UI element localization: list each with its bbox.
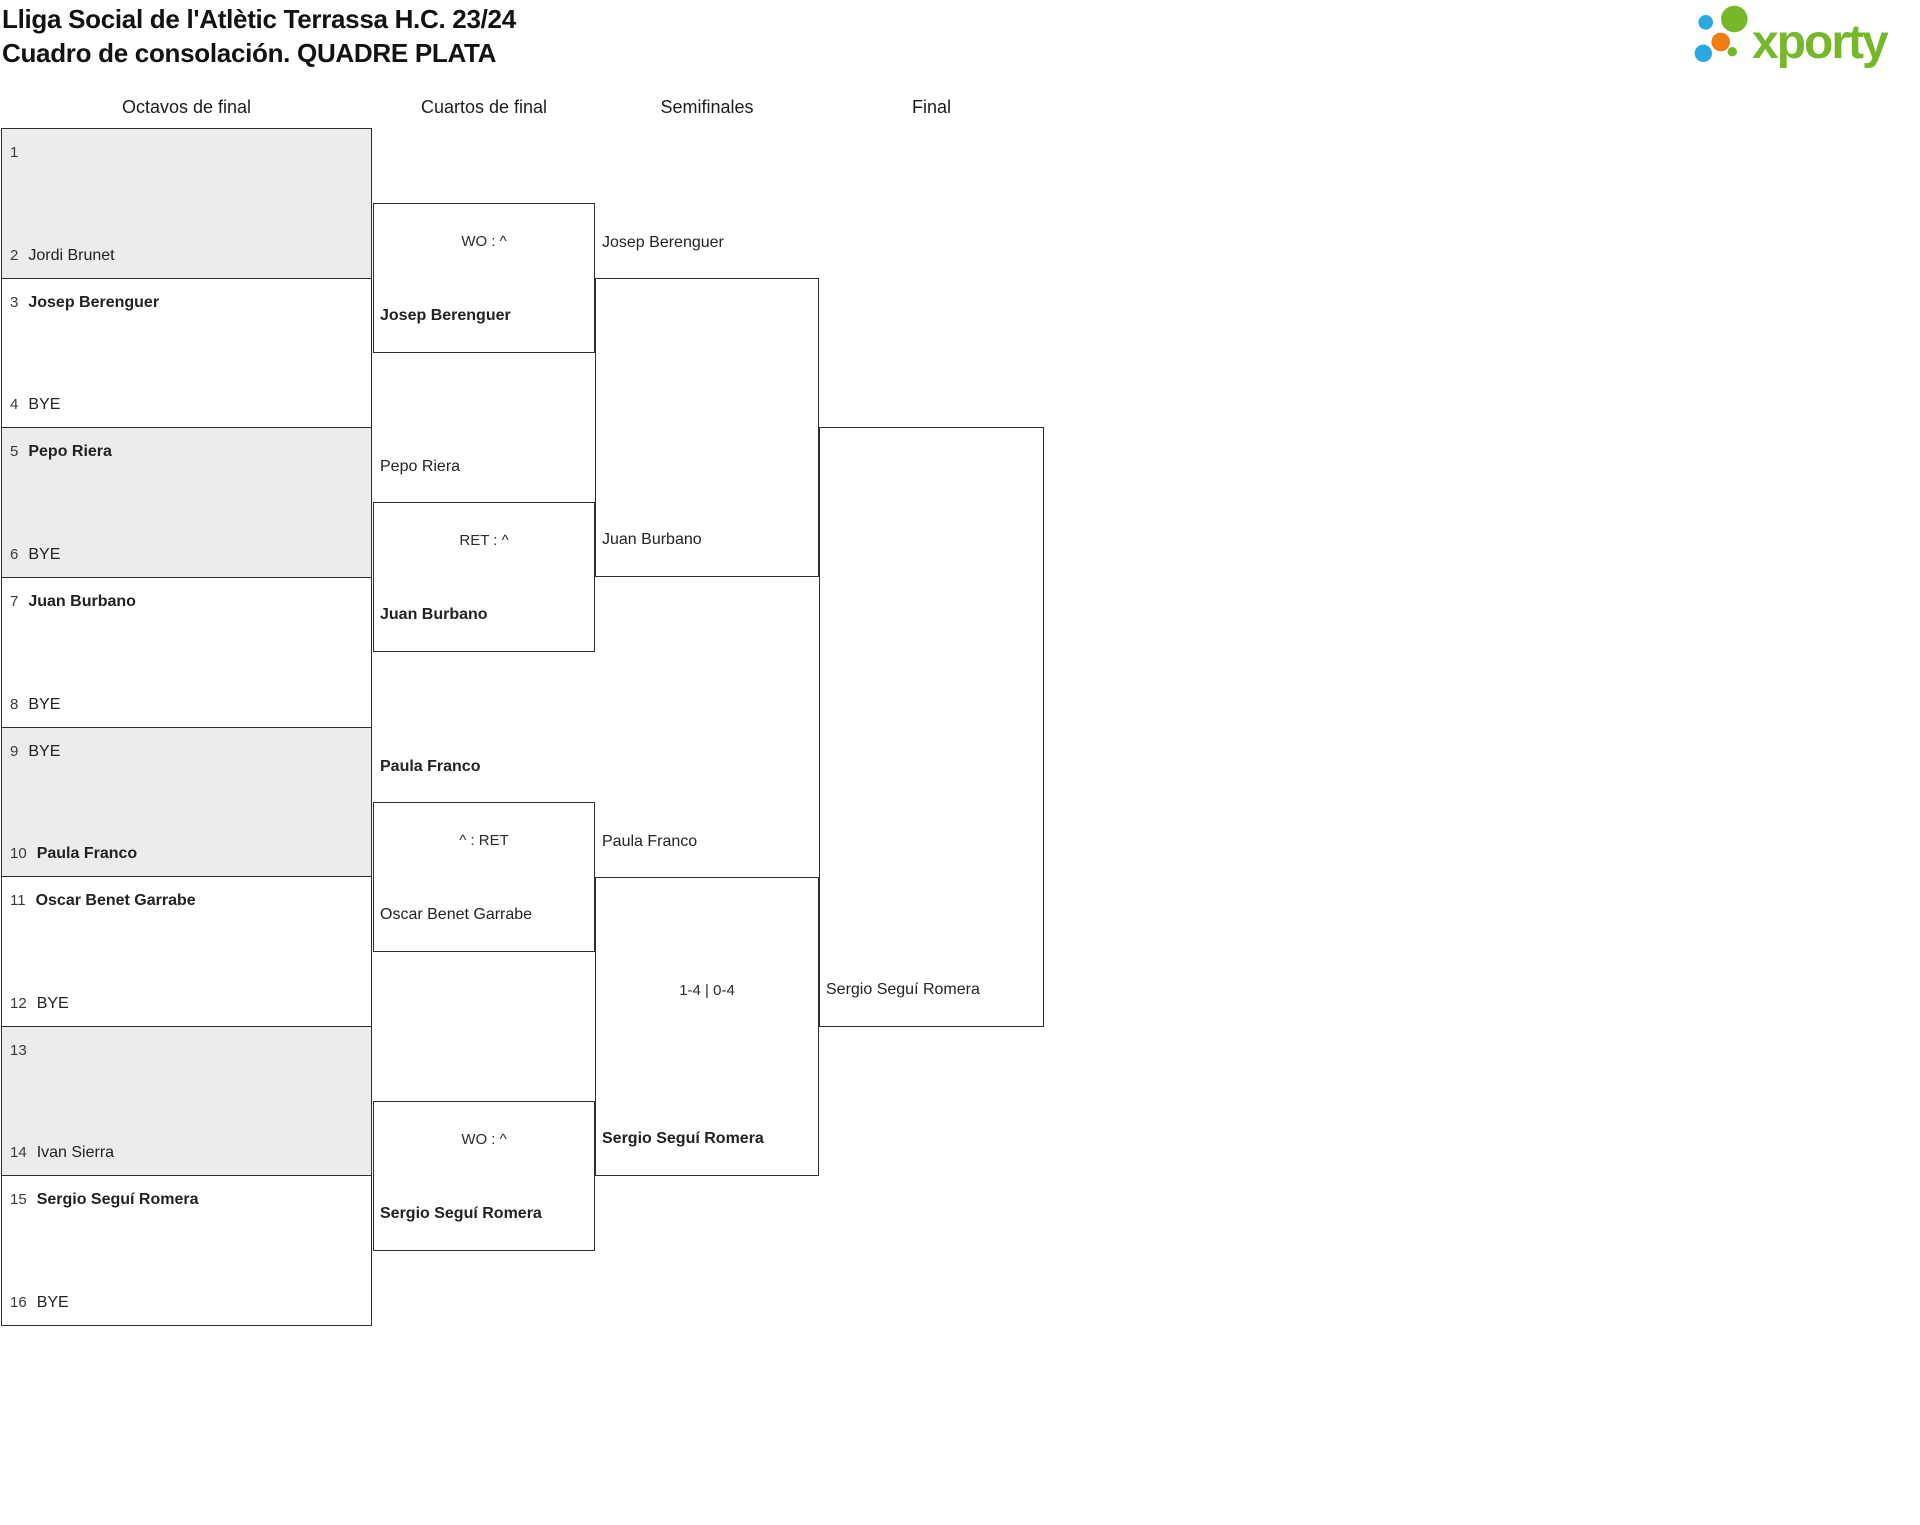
r16-slot-3: 3 Josep Berenguer	[10, 294, 361, 312]
player-name: Sergio Seguí Romera	[36, 1191, 199, 1209]
player-name: BYE	[28, 742, 61, 760]
participant-bottom-label: Juan Burbano	[380, 606, 488, 623]
r16-slot-6: 6 BYE	[10, 546, 361, 564]
seed-number: 5	[10, 443, 19, 461]
seed-number: 10	[10, 845, 27, 863]
participant-top-label: Paula Franco	[380, 758, 481, 775]
r16-match-7: 13 14 Ivan Sierra	[2, 1026, 371, 1177]
player-name: Juan Burbano	[28, 592, 136, 610]
player-name: BYE	[36, 1294, 69, 1311]
logo-wordmark: xporty	[1752, 16, 1889, 69]
participant-top-label: Paula Franco	[602, 833, 698, 850]
r16-match-4: 7 Juan Burbano 8 BYE	[2, 577, 371, 728]
r16-match-3: 5 Pepo Riera 6 BYE	[2, 428, 371, 578]
round-header-semifinales: Semifinales	[660, 97, 754, 117]
match-score: WO : ^	[461, 233, 507, 250]
tournament-title: Lliga Social de l'Atlètic Terrassa H.C. …	[2, 4, 516, 34]
r16-slot-13: 13	[10, 1042, 361, 1059]
seed-number: 7	[10, 592, 19, 610]
round-header-octavos: Octavos de final	[121, 97, 252, 117]
r16-match-5: 9 BYE 10 Paula Franco	[2, 727, 371, 878]
r16-match-6: 11 Oscar Benet Garrabe 12 BYE	[2, 877, 371, 1027]
qf-match-1: WO : ^ Josep Berenguer	[373, 203, 595, 353]
r16-match-8: 15 Sergio Seguí Romera 16 BYE	[2, 1176, 371, 1325]
seed-number: 8	[10, 695, 19, 713]
r16-slot-7: 7 Juan Burbano	[10, 593, 361, 611]
r16-slot-15: 15 Sergio Seguí Romera	[10, 1191, 361, 1209]
participant-bottom-label: Sergio Seguí Romera	[602, 1130, 764, 1147]
xporty-logo[interactable]: xporty	[1688, 0, 1920, 80]
round-header-final: Final	[911, 97, 951, 117]
seed-number: 9	[10, 742, 19, 760]
r16-slot-10: 10 Paula Franco	[10, 845, 361, 863]
r16-match-1: 1 2 Jordi Brunet	[2, 129, 371, 279]
player-name: BYE	[28, 545, 61, 563]
r16-slot-5: 5 Pepo Riera	[10, 443, 361, 461]
logo-dot-green-small-icon	[1727, 47, 1737, 57]
participant-bottom-label: Sergio Seguí Romera	[826, 981, 980, 998]
sf-match-1: Josep Berenguer Juan Burbano	[595, 234, 819, 577]
player-name: BYE	[36, 994, 69, 1012]
match-score: ^ : RET	[459, 832, 509, 849]
seed-number: 6	[10, 545, 19, 563]
player-name: Josep Berenguer	[28, 293, 160, 311]
participant-top-label: Josep Berenguer	[602, 234, 724, 251]
match-score: 1-4 | 0-4	[679, 981, 735, 999]
player-name: Ivan Sierra	[36, 1144, 115, 1162]
qf-match-3: Paula Franco ^ : RET Oscar Benet Garrabe	[373, 758, 595, 952]
logo-dot-orange-icon	[1711, 32, 1730, 52]
r16-slot-12: 12 BYE	[10, 995, 361, 1013]
page-title: Lliga Social de l'Atlètic Terrassa H.C. …	[2, 2, 516, 70]
seed-number: 3	[10, 293, 19, 311]
r16-slot-14: 14 Ivan Sierra	[10, 1144, 361, 1162]
qf-match-2: Pepo Riera RET : ^ Juan Burbano	[373, 458, 595, 652]
r16-slot-9: 9 BYE	[10, 743, 361, 761]
player-name: BYE	[28, 396, 61, 414]
bracket-subtitle: Cuadro de consolación. QUADRE PLATA	[2, 38, 497, 68]
match-score	[820, 681, 1043, 701]
seed-number: 12	[10, 994, 27, 1012]
participant-top-label: Pepo Riera	[380, 458, 461, 475]
seed-number: 1	[10, 144, 19, 161]
seed-number: 14	[10, 1144, 27, 1162]
match-score: WO : ^	[461, 1131, 507, 1148]
logo-dot-green-large-icon	[1721, 5, 1748, 33]
sf-match-2: Paula Franco 1-4 | 0-4 Sergio Seguí Rome…	[595, 833, 819, 1176]
participant-bottom-label: Juan Burbano	[602, 531, 702, 548]
r16-slot-4: 4 BYE	[10, 396, 361, 414]
seed-number: 15	[10, 1191, 27, 1209]
seed-number: 2	[10, 246, 19, 264]
player-name: Paula Franco	[36, 845, 138, 863]
player-name: Pepo Riera	[28, 443, 112, 461]
r16-slot-11: 11 Oscar Benet Garrabe	[10, 892, 361, 910]
r16-match-2: 3 Josep Berenguer 4 BYE	[2, 278, 371, 429]
seed-number: 11	[10, 892, 26, 910]
player-name: BYE	[28, 695, 61, 713]
r16-slot-2: 2 Jordi Brunet	[10, 247, 361, 265]
seed-number: 4	[10, 396, 19, 414]
player-name: Oscar Benet Garrabe	[35, 892, 196, 910]
participant-bottom-label: Sergio Seguí Romera	[380, 1205, 542, 1222]
round-header-cuartos: Cuartos de final	[420, 97, 548, 117]
r16-slot-1: 1	[10, 144, 361, 161]
final-match: Sergio Seguí Romera	[819, 427, 1044, 1027]
logo-dot-blue-top-icon	[1698, 14, 1713, 30]
round-of-16-column: 1 2 Jordi Brunet 3 Josep Berenguer 4 BYE…	[1, 128, 372, 1326]
qf-match-4: WO : ^ Sergio Seguí Romera	[373, 1101, 595, 1251]
match-score	[596, 382, 818, 402]
player-name: Jordi Brunet	[28, 246, 115, 264]
match-score: RET : ^	[459, 532, 509, 549]
participant-bottom-label: Oscar Benet Garrabe	[380, 906, 533, 923]
logo-dot-blue-bottom-icon	[1694, 44, 1712, 62]
seed-number: 13	[10, 1041, 27, 1059]
r16-slot-16: 16 BYE	[10, 1294, 361, 1312]
participant-bottom-label: Josep Berenguer	[380, 307, 511, 324]
seed-number: 16	[10, 1294, 27, 1311]
r16-slot-8: 8 BYE	[10, 696, 361, 714]
